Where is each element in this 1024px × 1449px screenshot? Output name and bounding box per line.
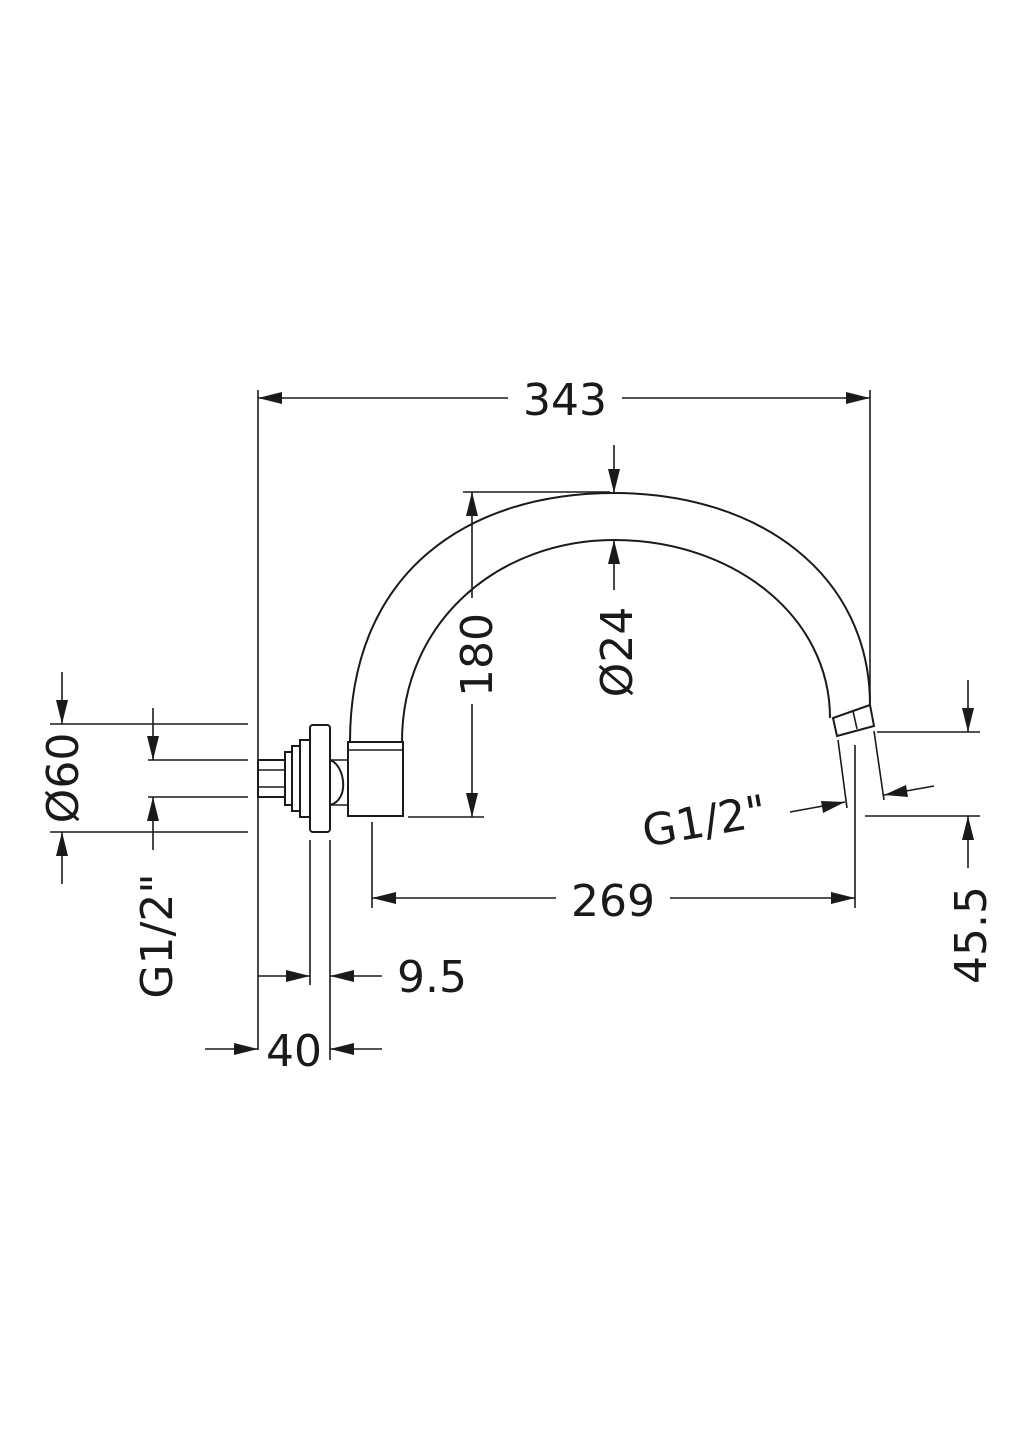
dim-overall-length: 343	[523, 375, 607, 426]
dimension-343	[258, 392, 870, 404]
dim-outlet-thread: G1/2"	[638, 786, 770, 858]
dim-outlet-projection: 269	[571, 876, 655, 927]
dim-arm-height: 180	[452, 613, 503, 697]
dim-outlet-drop: 45.5	[946, 886, 997, 984]
dim-wall-depth: 40	[266, 1026, 322, 1077]
dimension-outlet-thread	[789, 785, 935, 813]
dim-pipe-diameter: Ø24	[592, 607, 643, 698]
dimension-40	[205, 1043, 382, 1055]
dim-flange-thickness: 9.5	[397, 952, 467, 1003]
dimension-pipe-diameter	[608, 445, 620, 590]
wall-flange	[257, 724, 331, 833]
dimension-45-5	[962, 680, 974, 868]
dimension-180	[466, 492, 478, 817]
shower-arm	[329, 491, 876, 817]
dim-wall-thread: G1/2"	[132, 873, 183, 998]
dim-flange-diameter: Ø60	[38, 733, 89, 824]
dimension-wall-thread	[147, 708, 159, 850]
dimension-9-5	[258, 970, 382, 982]
dimension-flange-diameter	[56, 672, 68, 884]
extension-lines	[50, 390, 980, 1060]
dimension-269	[372, 892, 855, 904]
